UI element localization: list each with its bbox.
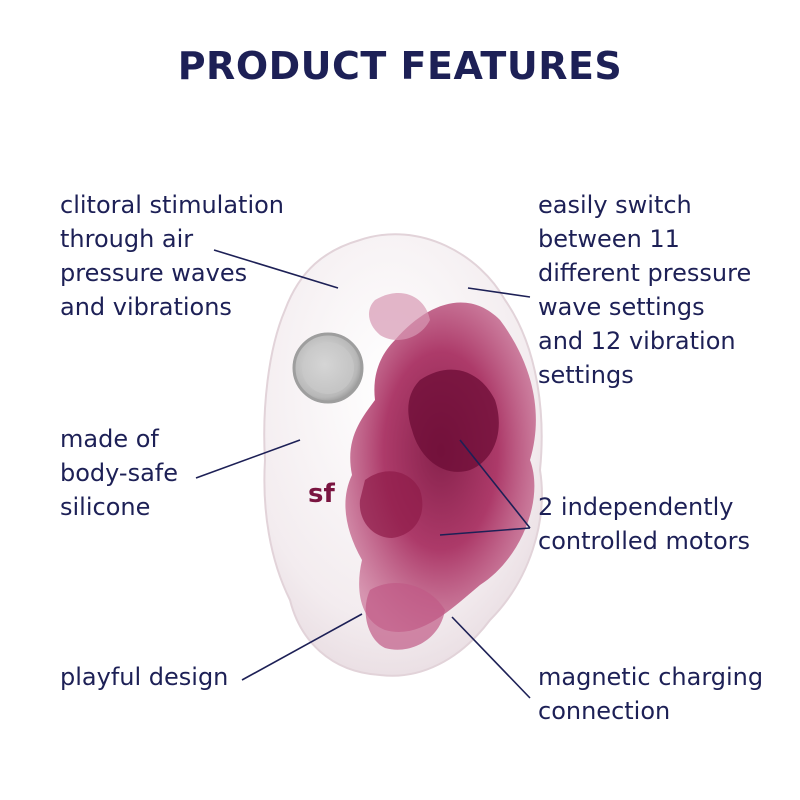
feature-line: made of: [60, 425, 159, 453]
pointer-line-motor-bottom: [439, 527, 531, 536]
feature-line: and 12 vibration: [538, 327, 736, 355]
feature-design: playful design: [60, 660, 228, 694]
feature-line: connection: [538, 697, 671, 725]
feature-silicone: made of body-safe silicone: [60, 422, 178, 524]
feature-line: settings: [538, 361, 634, 389]
feature-line: clitoral stimulation: [60, 191, 285, 219]
feature-motors: 2 independently controlled motors: [538, 490, 750, 558]
feature-line: wave settings: [538, 293, 705, 321]
feature-line: and vibrations: [60, 293, 232, 321]
pointer-line-design: [241, 613, 363, 681]
feature-line: pressure waves: [60, 259, 248, 287]
page-title: PRODUCT FEATURES: [177, 44, 623, 88]
feature-line: easily switch: [538, 191, 692, 219]
feature-line: between 11: [538, 225, 680, 253]
feature-air-pressure: clitoral stimulation through air pressur…: [60, 188, 284, 324]
feature-line: magnetic charging: [538, 663, 764, 691]
pattern-splash-lower: [365, 582, 445, 650]
feature-line: through air: [60, 225, 194, 253]
pointer-line-motor-top: [459, 439, 531, 529]
pattern-splash-dark: [408, 369, 499, 472]
pattern-splash-light: [368, 292, 430, 340]
feature-line: controlled motors: [538, 527, 751, 555]
pointer-line-settings: [467, 287, 531, 298]
feature-line: silicone: [60, 493, 151, 521]
pattern-splash-mid: [359, 471, 423, 538]
brand-logo: sf: [308, 479, 335, 509]
feature-charging: magnetic charging connection: [538, 660, 763, 728]
feature-settings: easily switch between 11 different press…: [538, 188, 751, 392]
pointer-line-charging: [451, 616, 531, 699]
pointer-line-air-pressure: [213, 249, 339, 289]
feature-line: playful design: [60, 663, 229, 691]
feature-line: body-safe: [60, 459, 179, 487]
feature-line: 2 independently: [538, 493, 734, 521]
pointer-line-silicone: [195, 439, 301, 479]
feature-line: different pressure: [538, 259, 752, 287]
